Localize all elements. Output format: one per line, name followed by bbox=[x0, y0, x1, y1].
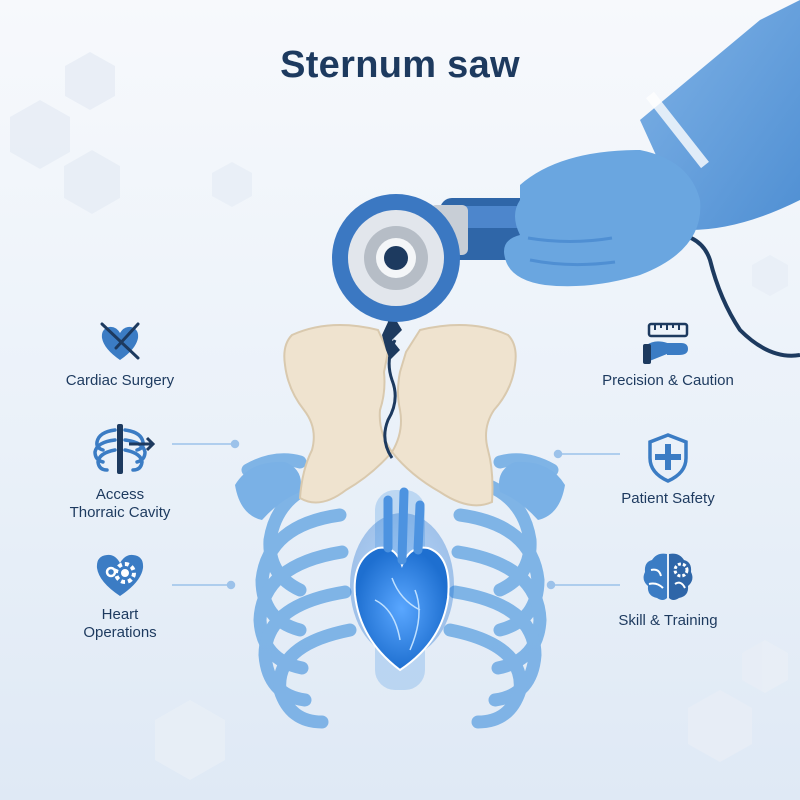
feature-label: Precision & Caution bbox=[602, 372, 734, 389]
background-hexagons bbox=[10, 52, 788, 780]
feature-cardiac-surgery: Cardiac Surgery bbox=[40, 318, 200, 390]
feature-label: Heart Operations bbox=[83, 606, 157, 641]
heart-scalpel-icon bbox=[100, 322, 140, 360]
connector-lines bbox=[172, 439, 620, 590]
feature-access-thoracic-cavity: Access Thorraic Cavity bbox=[40, 420, 200, 522]
sternum-bone bbox=[283, 324, 517, 507]
heart bbox=[350, 487, 454, 672]
feature-label: Cardiac Surgery bbox=[65, 372, 175, 389]
saw-blade-tip bbox=[382, 300, 402, 360]
heart-gear-icon bbox=[96, 554, 144, 596]
feature-patient-safety: Patient Safety bbox=[588, 432, 748, 508]
gloved-hand bbox=[504, 0, 800, 287]
feature-heart-operations: Heart Operations bbox=[40, 550, 200, 642]
feature-skill-training: Skill & Training bbox=[588, 548, 748, 630]
page-title: Sternum saw bbox=[280, 44, 520, 86]
feature-label: Access Thorraic Cavity bbox=[69, 486, 171, 521]
shoulder-bones bbox=[235, 461, 565, 520]
feature-label: Patient Safety bbox=[621, 490, 715, 507]
brain-gear-icon bbox=[643, 553, 693, 600]
shield-cross-icon bbox=[648, 433, 688, 483]
hand-ruler-icon bbox=[643, 322, 689, 364]
feature-label: Skill & Training bbox=[618, 612, 718, 629]
feature-precision-caution: Precision & Caution bbox=[588, 318, 748, 390]
ribcage-arrow-icon bbox=[93, 424, 155, 474]
